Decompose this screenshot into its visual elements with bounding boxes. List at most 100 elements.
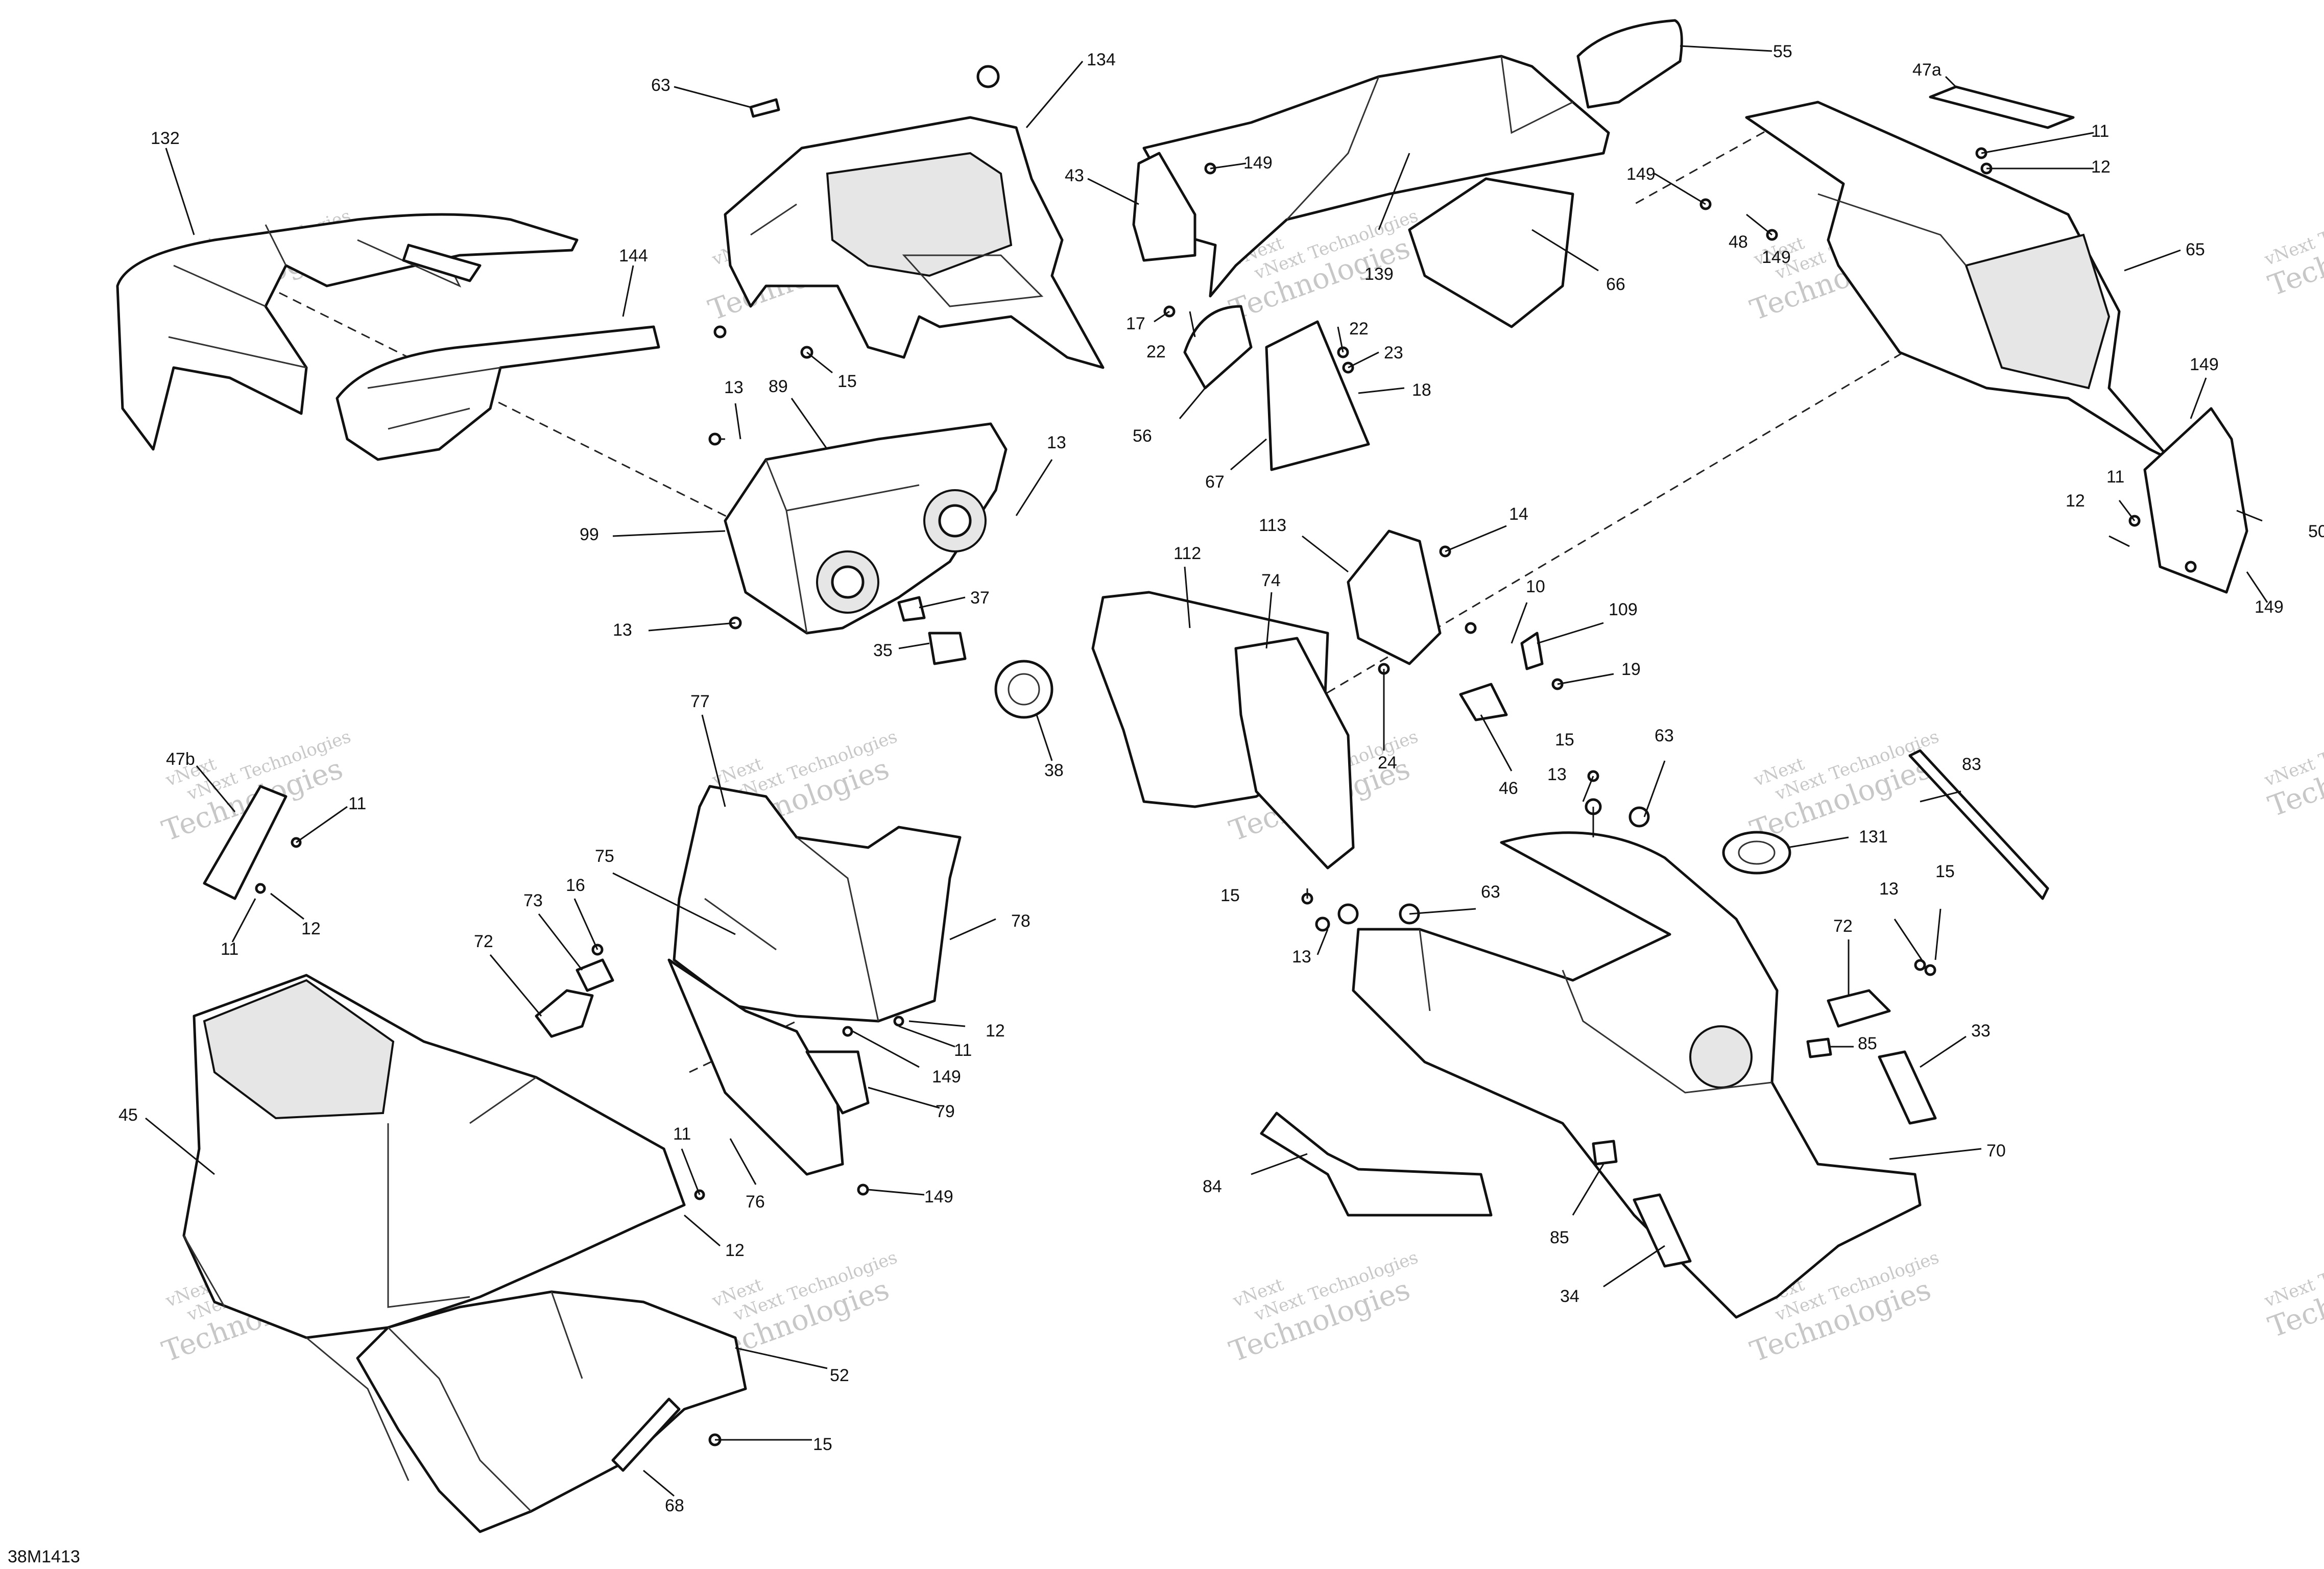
parts [116,19,2248,1533]
callout-12: 12 [301,919,321,938]
callout-22: 22 [1146,342,1166,361]
callout-45: 45 [118,1105,138,1125]
callout-149: 149 [2190,355,2219,374]
callout-13: 13 [613,620,632,640]
callout-149: 149 [2255,597,2284,617]
callout-109: 109 [1609,600,1638,619]
part-47b-cover [203,785,287,900]
callout-99: 99 [580,525,599,544]
callout-66: 66 [1606,275,1625,294]
part-72-connector-left [535,989,594,1038]
part-77-75-inner-panel [673,785,962,1023]
callout-12: 12 [986,1021,1005,1041]
callout-70: 70 [1986,1141,2006,1161]
callout-11: 11 [673,1124,691,1144]
callout-50: 50 [2308,522,2324,541]
callout-47a: 47a [1912,60,1942,80]
callout-13: 13 [1292,947,1311,967]
callout-63: 63 [651,76,670,95]
part-35-bulb [928,632,967,665]
callout-149: 149 [924,1187,953,1206]
callout-77: 77 [690,692,710,711]
callout-47b: 47b [166,750,195,769]
part-139-windshield [1142,55,1610,298]
callout-33: 33 [1971,1021,1991,1041]
callout-83: 83 [1962,755,1981,774]
callout-112: 112 [1173,544,1201,563]
drawing-code: 38M1413 [8,1547,80,1566]
part-63-grommet [749,98,780,118]
callout-149: 149 [1762,248,1791,267]
part-47a-cover [1929,85,2075,129]
part-66-side-shield [1408,177,1574,328]
part-72-connector-right [1827,989,1891,1028]
callout-85: 85 [1550,1228,1569,1247]
callout-67: 67 [1205,472,1225,492]
callout-37: 37 [970,588,990,608]
callout-74: 74 [1261,571,1281,590]
callout-13: 13 [1047,433,1066,452]
callout-15: 15 [837,372,857,391]
callout-55: 55 [1773,42,1792,61]
part-83-strap [1908,749,2049,900]
callout-89: 89 [769,377,788,396]
part-52-lower-panel [356,1290,747,1533]
callout-144: 144 [619,246,648,265]
callout-10: 10 [1526,577,1545,596]
callout-16: 16 [566,876,585,895]
callout-18: 18 [1412,380,1431,400]
callout-14: 14 [1509,504,1528,524]
part-132-upper-fairing [116,213,579,451]
callout-15: 15 [813,1435,832,1454]
callout-38: 38 [1044,761,1064,780]
part-131-ring [1722,831,1791,875]
callout-63: 63 [1655,726,1674,745]
callout-13: 13 [724,378,744,397]
callout-149: 149 [932,1067,961,1087]
callout-43: 43 [1065,166,1084,185]
callout-48: 48 [1729,232,1748,252]
callout-72: 72 [1833,916,1853,936]
watermark-10: vNext Technologies Technologies [2261,712,2324,824]
watermark-15: vNext Technologies Technologies [2261,1233,2324,1344]
part-67-bracket [1265,320,1370,471]
callout-79: 79 [936,1102,955,1121]
leader-lines [145,45,2268,1497]
callout-11: 11 [2106,467,2124,487]
callout-46: 46 [1499,779,1518,798]
callout-13: 13 [1547,765,1567,784]
callout-72: 72 [474,932,493,951]
part-144-trim-strip [336,325,660,461]
watermark-13: vNext vNext Technologies Technologies [1225,1247,1421,1369]
callout-11: 11 [221,939,238,959]
part-73-connector [576,958,614,992]
part-65-side-fairing [1745,101,2172,461]
part-68-bracket [611,1397,681,1472]
part-45-front-fairing [182,974,686,1481]
part-34-reflector [1633,1193,1692,1268]
callout-78: 78 [1011,911,1031,931]
callout-22: 22 [1349,319,1369,339]
callout-12: 12 [2066,491,2085,511]
callout-15: 15 [1935,862,1955,881]
callout-85: 85 [1858,1034,1877,1053]
callout-139: 139 [1364,264,1394,284]
part-113-module [1347,529,1442,665]
callout-labels: 132 144 63 134 43 149 55 47a 11 12 149 4… [118,42,2324,1515]
callout-84: 84 [1203,1177,1222,1196]
callout-132: 132 [151,129,180,148]
part-33-reflector [1878,1050,1937,1125]
callout-75: 75 [595,847,614,866]
callout-12: 12 [725,1241,745,1260]
callout-63: 63 [1481,882,1500,902]
part-37-clip [897,596,926,622]
part-109-clip [1520,632,1544,670]
callout-134: 134 [1087,50,1116,69]
callout-35: 35 [873,641,893,660]
callout-11: 11 [954,1041,972,1060]
part-43-panel [1132,152,1196,262]
part-99-headlamp [724,422,1008,635]
callout-13: 13 [1879,879,1899,899]
callout-73: 73 [523,891,543,910]
